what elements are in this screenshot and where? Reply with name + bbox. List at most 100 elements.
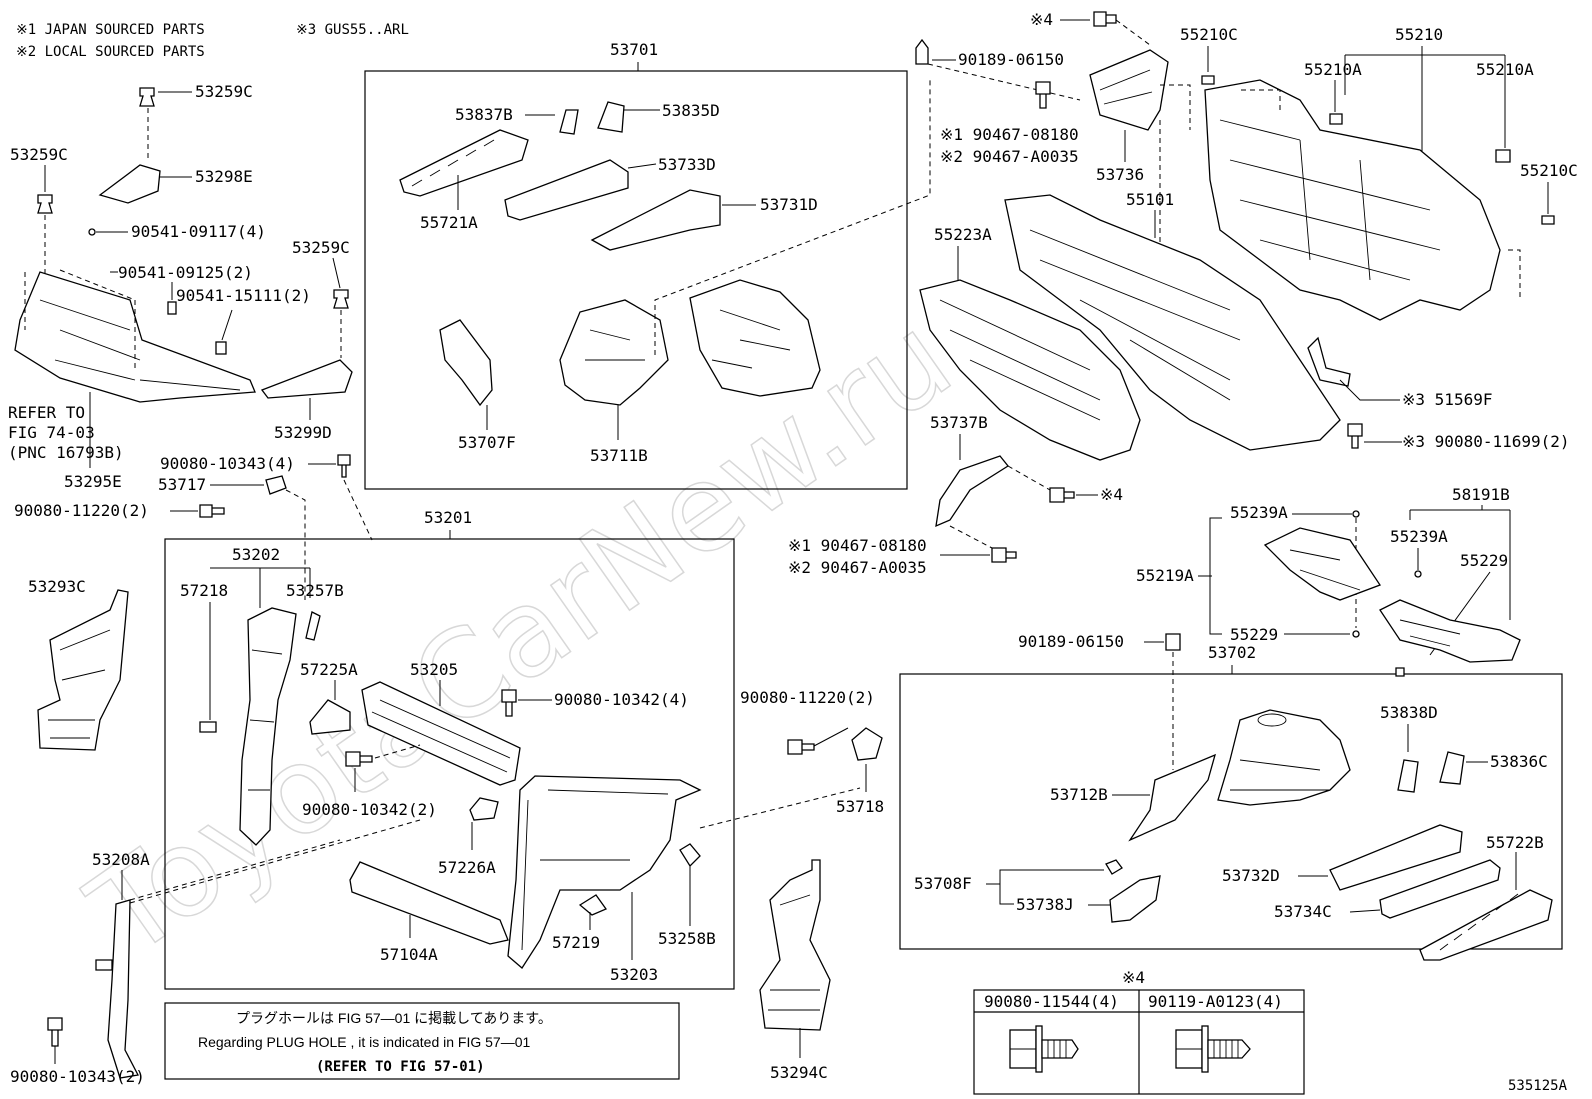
label-53731d: 53731D — [760, 195, 818, 214]
note-japan-sourced: ※1 JAPAN SOURCED PARTS — [16, 22, 205, 38]
label-53259c-left: 53259C — [10, 145, 68, 164]
label-53203: 53203 — [610, 965, 658, 984]
label-53701: 53701 — [610, 40, 658, 59]
clip-55210a-b — [1495, 149, 1511, 163]
dash-panel-55101 — [1004, 194, 1341, 451]
clip-53259c-left — [37, 194, 53, 214]
panel-53293c — [37, 589, 129, 751]
bracket-53717 — [265, 475, 287, 495]
label-90080-10343-bot: 90080-10343(2) — [10, 1067, 145, 1086]
bracket-57225a — [309, 699, 351, 735]
label-refer-to: REFER TO — [8, 403, 85, 422]
clip-57218 — [199, 721, 217, 733]
bolt-90080-11220-left — [199, 504, 225, 518]
label-53295e: 53295E — [64, 472, 122, 491]
label-90467-a0035-b: ※2 90467-A0035 — [788, 558, 927, 577]
label-53712b: 53712B — [1050, 785, 1108, 804]
label-star4-top: ※4 — [1030, 10, 1053, 29]
label-53718: 53718 — [836, 797, 884, 816]
rail-55722b — [1419, 889, 1553, 961]
bolt-90080-11699 — [1347, 423, 1363, 449]
label-55210c-a: 55210C — [1180, 25, 1238, 44]
fastener-col1-label: 90080-11544(4) — [984, 992, 1119, 1011]
bolt-90467-top — [1035, 81, 1051, 109]
label-53708f: 53708F — [914, 874, 972, 893]
undercover-53295e — [14, 269, 256, 403]
panel-wheelhouse-53701 — [689, 279, 821, 397]
label-53258b: 53258B — [658, 929, 716, 948]
rail-55721a — [399, 129, 529, 197]
label-53737b: 53737B — [930, 413, 988, 432]
crossmember-53205 — [361, 681, 521, 786]
label-57226a: 57226A — [438, 858, 496, 877]
label-refer-pnc: (PNC 16793B) — [8, 443, 124, 462]
fastener-table-header: ※4 — [1122, 968, 1145, 987]
pillar-53202 — [239, 607, 297, 846]
label-53707f: 53707F — [458, 433, 516, 452]
clip-90189-06150-bot — [1165, 633, 1181, 651]
bolt-90080-10342-a — [501, 689, 517, 717]
label-53202: 53202 — [232, 545, 280, 564]
rail-53731d — [590, 189, 721, 251]
insulator-55210 — [1204, 79, 1501, 321]
bracket-53835d — [597, 101, 625, 133]
label-55210: 55210 — [1395, 25, 1443, 44]
bracket-53718 — [851, 727, 883, 761]
label-53201: 53201 — [424, 508, 472, 527]
label-90080-11220-mid: 90080-11220(2) — [740, 688, 875, 707]
label-57104a: 57104A — [380, 945, 438, 964]
label-90467-08180-b: ※1 90467-08180 — [788, 536, 927, 555]
clip-55210a-a — [1329, 113, 1343, 125]
label-55229-a: 55229 — [1230, 625, 1278, 644]
label-55722b: 55722B — [1486, 833, 1544, 852]
note-local-sourced: ※2 LOCAL SOURCED PARTS — [16, 44, 205, 60]
label-55239a-b: 55239A — [1390, 527, 1448, 546]
label-55219a: 55219A — [1136, 566, 1194, 585]
rail-53734c — [1379, 859, 1501, 919]
bolt-star4-mid — [1049, 487, 1075, 503]
label-57219: 57219 — [552, 933, 600, 952]
label-55239a-a: 55239A — [1230, 503, 1288, 522]
label-53717: 53717 — [158, 475, 206, 494]
clip-53257b — [305, 611, 321, 641]
bracket-53836c — [1439, 751, 1465, 785]
bolt-90080-11544-drawing — [1009, 1025, 1079, 1073]
rail-53733d — [504, 159, 629, 221]
bracket-51569f — [1307, 336, 1351, 387]
panel-53712b — [1128, 753, 1216, 842]
label-90541-09117: 90541-09117(4) — [131, 222, 266, 241]
label-55229-b: 55229 — [1460, 551, 1508, 570]
label-53734c: 53734C — [1274, 902, 1332, 921]
bolt-90119-a0123-drawing — [1175, 1025, 1251, 1073]
label-90541-15111: 90541-15111(2) — [176, 286, 311, 305]
bracket-53736 — [1089, 49, 1169, 131]
label-53837b: 53837B — [455, 105, 513, 124]
label-55210c-b: 55210C — [1520, 161, 1578, 180]
label-53711b: 53711B — [590, 446, 648, 465]
label-51569f: ※3 51569F — [1402, 390, 1492, 409]
label-star4-mid: ※4 — [1100, 485, 1123, 504]
label-90080-11699: ※3 90080-11699(2) — [1402, 432, 1570, 451]
label-53259c-top: 53259C — [195, 82, 253, 101]
label-53299d: 53299D — [274, 423, 332, 442]
plug-hole-note-refer: (REFER TO FIG 57-01) — [316, 1059, 485, 1075]
bolt-star4-top — [1093, 11, 1117, 27]
label-53294c: 53294C — [770, 1063, 828, 1082]
label-90189-06150-bot: 90189-06150 — [1018, 632, 1124, 651]
label-53205: 53205 — [410, 660, 458, 679]
label-53732d: 53732D — [1222, 866, 1280, 885]
label-refer-fig: FIG 74-03 — [8, 423, 95, 442]
panel-53711b — [559, 299, 669, 406]
support-57104a — [349, 861, 509, 945]
panel-53294c — [759, 859, 831, 1031]
label-57218: 57218 — [180, 581, 228, 600]
figure-id: 535125A — [1508, 1078, 1568, 1094]
bracket-53738j — [1109, 875, 1161, 923]
label-90080-11220-left: 90080-11220(2) — [14, 501, 149, 520]
label-90189-06150-top: 90189-06150 — [958, 50, 1064, 69]
label-53838d: 53838D — [1380, 703, 1438, 722]
plug-hole-note-box — [164, 1002, 680, 1080]
clip-55210c-b — [1541, 215, 1555, 225]
label-55721a: 55721A — [420, 213, 478, 232]
